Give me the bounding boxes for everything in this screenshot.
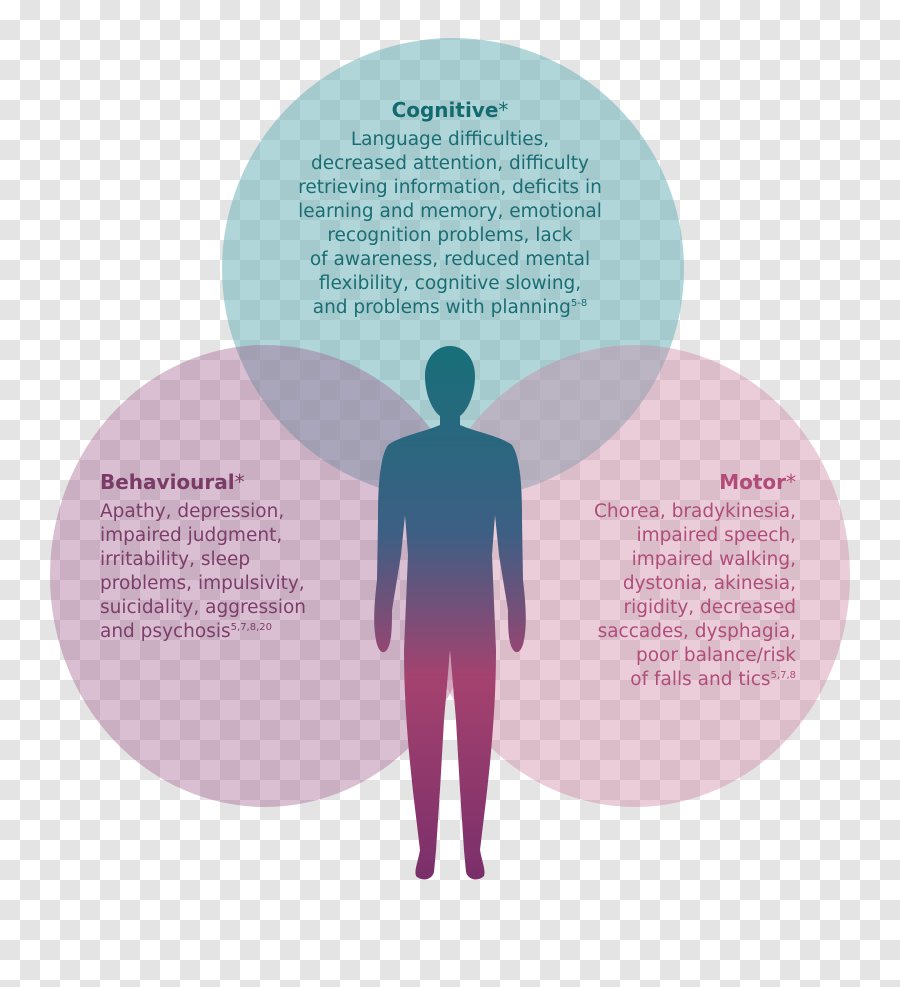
cognitive-line: decreased attention, difficulty — [310, 153, 589, 174]
motor-line: Chorea, bradykinesia, — [594, 501, 796, 522]
behavioural-description: Apathy, depression, impaired judgment, i… — [100, 500, 360, 644]
behavioural-asterisk: * — [234, 470, 245, 494]
behavioural-title: Behavioural* — [100, 470, 360, 494]
behavioural-reference: 5,7,8,20 — [230, 621, 273, 633]
behavioural-line: Apathy, depression, — [100, 501, 285, 522]
cognitive-line-last: and problems with planning5-8 — [250, 296, 650, 320]
cognitive-section: Cognitive* Language difficulties, decrea… — [250, 98, 650, 320]
behavioural-section: Behavioural* Apathy, depression, impaire… — [100, 470, 360, 644]
behavioural-line-last: and psychosis5,7,8,20 — [100, 620, 360, 644]
cognitive-line: of awareness, reduced mental — [309, 249, 591, 270]
motor-line-last: of falls and tics5,7,8 — [530, 668, 796, 692]
motor-line: poor balance/risk — [635, 645, 796, 666]
cognitive-description: Language difficulties, decreased attenti… — [250, 128, 650, 320]
motor-title-text: Motor — [719, 470, 786, 494]
motor-title: Motor* — [530, 470, 796, 494]
behavioural-line-text: and psychosis — [100, 621, 231, 642]
cognitive-title-text: Cognitive — [391, 98, 499, 122]
cognitive-line: learning and memory, emotional — [298, 201, 602, 222]
behavioural-line: impaired judgment, — [100, 525, 283, 546]
motor-section: Motor* Chorea, bradykinesia, impaired sp… — [530, 470, 796, 692]
behavioural-title-text: Behavioural — [100, 470, 235, 494]
behavioural-line: problems, impulsivity, — [100, 573, 305, 594]
motor-line: rigidity, decreased — [623, 597, 796, 618]
cognitive-line: recognition problems, lack — [327, 225, 573, 246]
cognitive-line: Language difficulties, — [350, 129, 550, 150]
motor-line: dystonia, akinesia, — [622, 573, 796, 594]
cognitive-asterisk: * — [498, 98, 509, 122]
motor-line: saccades, dysphagia, — [597, 621, 796, 642]
behavioural-line: suicidality, aggression — [100, 597, 307, 618]
cognitive-line-text: and problems with planning — [312, 297, 571, 318]
motor-line-text: of falls and tics — [630, 669, 771, 690]
cognitive-line: flexibility, cognitive slowing, — [318, 273, 582, 294]
behavioural-line: irritability, sleep — [100, 549, 251, 570]
cognitive-title: Cognitive* — [250, 98, 650, 122]
motor-description: Chorea, bradykinesia, impaired speech, i… — [530, 500, 796, 692]
motor-line: impaired walking, — [631, 549, 796, 570]
cognitive-line: retrieving information, deficits in — [298, 177, 602, 198]
motor-line: impaired speech, — [636, 525, 796, 546]
motor-asterisk: * — [786, 470, 796, 494]
motor-reference: 5,7,8 — [770, 669, 796, 681]
cognitive-reference: 5-8 — [570, 297, 588, 309]
